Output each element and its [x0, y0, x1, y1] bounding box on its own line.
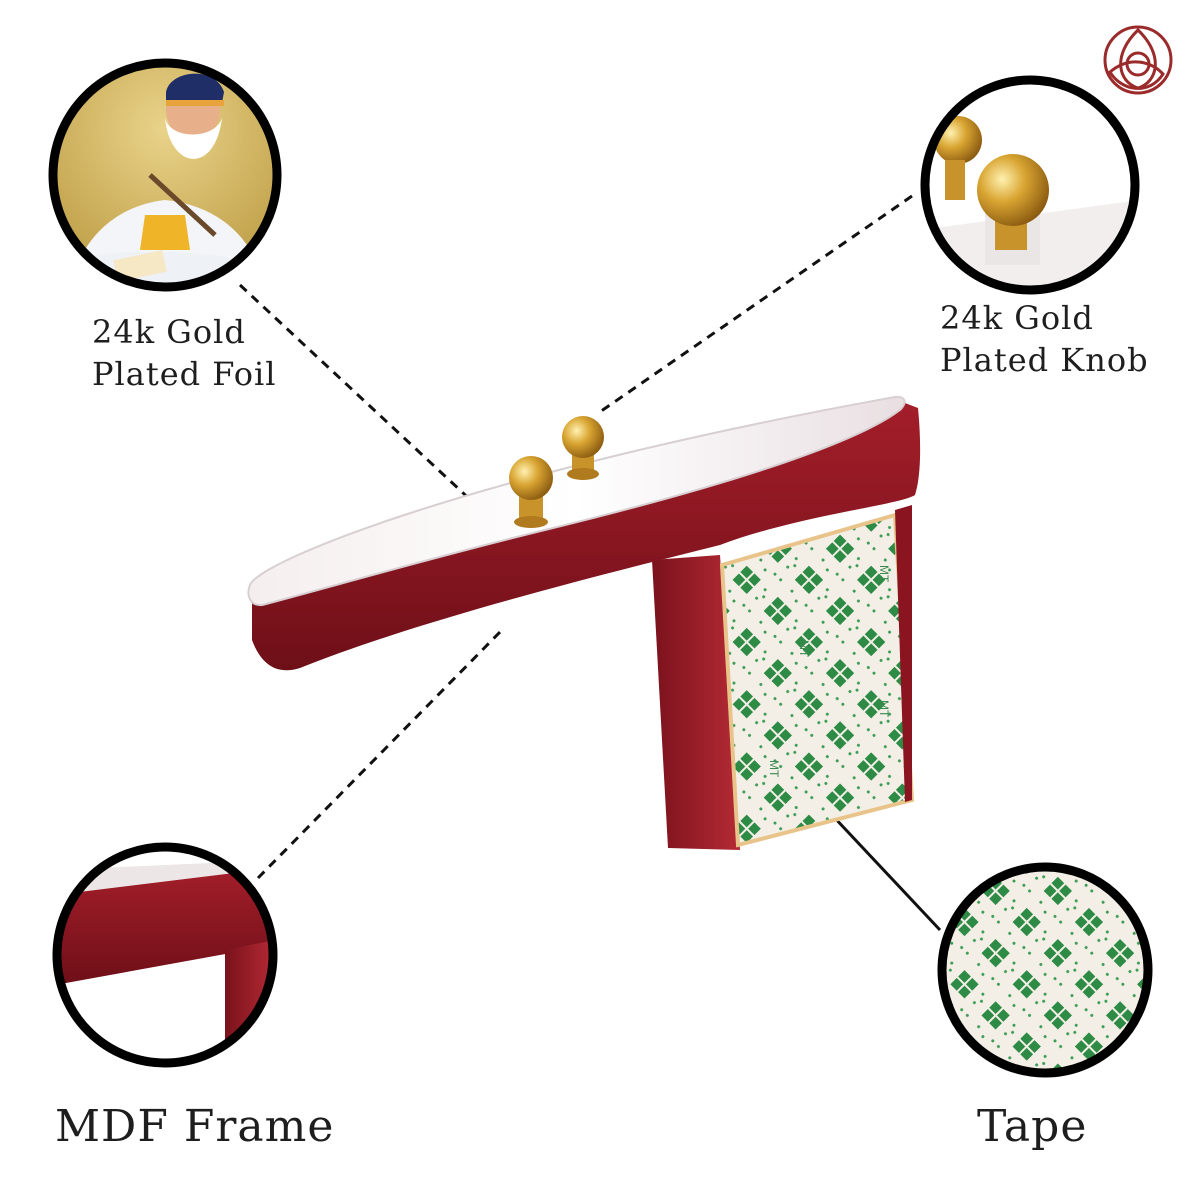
frame-leg — [652, 555, 740, 850]
tape-print-mark-3: MT — [767, 760, 781, 778]
label-mdf-frame: MDF Frame — [55, 1101, 335, 1152]
frame-detail-circle — [52, 842, 278, 1068]
foil-detail-circle — [48, 58, 282, 292]
tape-detail-circle — [937, 862, 1153, 1078]
knob-detail-circle — [920, 75, 1140, 295]
label-tape: Tape — [977, 1101, 1088, 1152]
triquetra-logo-icon — [1103, 25, 1173, 95]
label-gold-knob: 24k Gold Plated Knob — [940, 298, 1149, 381]
label-gold-foil: 24k Gold Plated Foil — [92, 312, 276, 395]
tape-print-mark-1: MT — [877, 700, 891, 718]
label-gold-knob-line2: Plated Knob — [940, 340, 1149, 379]
leader-line-foil — [238, 283, 478, 507]
label-gold-foil-line2: Plated Foil — [92, 354, 277, 393]
tape-print-mark-2: MT — [797, 640, 811, 658]
leader-line-knob — [596, 194, 913, 416]
product-main — [247, 395, 921, 850]
acrylic-top — [247, 395, 906, 607]
leader-lines — [238, 194, 942, 932]
leader-line-tape — [830, 813, 942, 932]
gold-knob-right — [562, 416, 604, 480]
gold-knob-left — [509, 456, 553, 528]
label-gold-foil-line1: 24k Gold — [92, 313, 246, 351]
label-gold-knob-line1: 24k Gold — [940, 299, 1094, 337]
tape-print-mark-0: MT — [877, 565, 891, 583]
